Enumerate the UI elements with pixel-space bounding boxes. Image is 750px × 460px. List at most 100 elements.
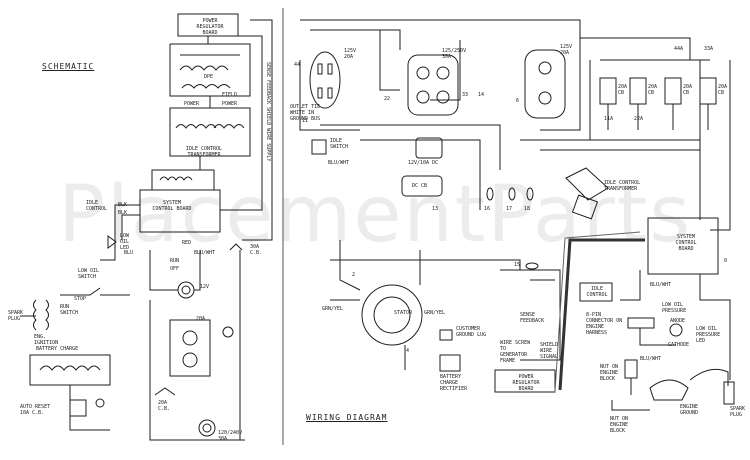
wire-number: 11A <box>604 116 614 122</box>
circuit-breaker-4 <box>700 78 716 104</box>
wd-cathode-label: CATHODE <box>668 342 690 348</box>
schem-blu-label: BLU <box>124 250 134 256</box>
wd-outlet-note-label: OUTLET TIE WHITE IN GROUND BUS <box>290 104 321 122</box>
wire-number: 15 <box>514 262 521 268</box>
schem-stop-label: STOP <box>74 296 87 302</box>
schem-low-oil-switch-label: LOW OIL SWITCH <box>78 268 100 280</box>
dpe-coil <box>180 66 228 70</box>
wd-idle-transformer-label: IDLE CONTROL TRANSFORMER <box>604 180 641 192</box>
wd-cb3-label: 20A CB <box>683 84 693 96</box>
circuit-breaker-3 <box>665 78 681 104</box>
wd-low-oil-pressure-label: LOW OIL PRESSURE <box>662 302 687 314</box>
wd-dc-cb-label: DC CB <box>412 183 428 189</box>
wire-number: 44 <box>294 62 301 68</box>
wd-stator-label: STATOR <box>394 310 413 316</box>
low-oil-led-diode <box>108 236 116 248</box>
schem-auto-reset-label: AUTO RESET 10A C.B. <box>20 404 51 416</box>
engine-ignition-module <box>650 380 688 400</box>
schem-blk1-label: BLK <box>118 202 128 208</box>
idle-transformer-body <box>566 168 608 200</box>
wd-receptacle-left-label: 125V 20A <box>344 48 357 60</box>
schem-low-oil-led-label: LOW OIL LED <box>120 233 130 251</box>
wd-connector-8pin-label: 8-PIN CONNECTOR ON ENGINE HARNESS <box>586 312 623 336</box>
wire-number: 11 <box>302 118 309 124</box>
wd-blu-wht-1-label: BLU/WHT <box>328 160 350 166</box>
power-coil-left <box>176 125 216 129</box>
schem-power-regulator-label: POWER REGULATOR BOARD <box>196 18 224 36</box>
wd-shield-wire-label: SHIELD WIRE SIGNAL <box>540 342 559 360</box>
wd-cb2-label: 20A CB <box>648 84 658 96</box>
receptacle-middle <box>408 55 458 115</box>
wd-spark-plug-label: SPARK PLUG <box>730 406 746 418</box>
auto-reset-breaker <box>70 400 86 416</box>
wire-number: 2 <box>352 272 356 278</box>
wd-grn-yel-2-label: GRN/YEL <box>424 310 446 316</box>
wd-low-oil-led-label: LOW OIL PRESSURE LED <box>696 326 721 344</box>
schem-blk2-label: BLK <box>118 210 128 216</box>
battery-charge-rectifier <box>440 355 460 371</box>
wd-anode-label: ANODE <box>670 318 686 324</box>
wd-system-board-label: SYSTEM CONTROL BOARD <box>675 234 697 252</box>
low-oil-led <box>670 324 682 336</box>
wd-battery-rectifier-label: BATTERY CHARGE RECTIFIER <box>440 374 468 392</box>
connector-8pin <box>628 318 654 328</box>
schem-dpe-label: DPE <box>204 74 214 80</box>
idle-switch-box <box>312 140 326 154</box>
wd-idle-switch-label: IDLE SWITCH <box>330 138 349 150</box>
schem-spark-plug-label: SPARK PLUG <box>8 310 24 322</box>
schem-idle-control-label: IDLE CONTROL <box>86 200 108 212</box>
wire-number: 22 <box>384 96 391 102</box>
wd-blu-wht-3-label: BLU/WHT <box>640 356 662 362</box>
schem-30a-cb-label: 30A C.B. <box>250 244 263 256</box>
system-control-board-box <box>140 190 220 232</box>
wire-number: 13 <box>432 206 439 212</box>
wire-number: 33A <box>704 46 714 52</box>
schem-run-label: RUN <box>170 258 180 264</box>
circuit-breaker-1 <box>600 78 616 104</box>
circuit-breaker-2 <box>630 78 646 104</box>
wire-number: 4 <box>406 348 410 354</box>
wire-number: 44A <box>674 46 684 52</box>
outlet-30a-symbol <box>199 420 215 436</box>
customer-ground-lug <box>440 330 452 340</box>
duplex-outlet-box <box>170 320 210 376</box>
idle-transformer-coil <box>160 177 192 180</box>
low-oil-switch <box>625 360 637 378</box>
wd-customer-lug-label: CUSTOMER GROUND LUG <box>456 326 487 338</box>
schem-red-label: RED <box>182 240 192 246</box>
receptacle-left <box>310 52 340 108</box>
schem-off-label: OFF <box>170 266 180 272</box>
wire-number: 17 <box>506 206 513 212</box>
schem-battery-charge-label: BATTERY CHARGE <box>36 346 79 352</box>
wd-engine-ground-label: ENGINE GROUND <box>680 404 699 416</box>
wd-blu-wht-2-label: BLU/WHT <box>650 282 672 288</box>
wd-nut-block-label: NUT ON ENGINE BLOCK <box>610 416 629 434</box>
wire-number: 18 <box>524 206 531 212</box>
wd-cb4-label: 20A CB <box>718 84 728 96</box>
schem-idle-transformer-label: IDLE CONTROL TRANSFORMER <box>185 146 223 158</box>
schem-run-switch-label: RUN SWITCH <box>60 304 79 316</box>
system-control-board <box>648 218 718 274</box>
wire-number: 14 <box>478 92 485 98</box>
schem-system-board-label: SYSTEM CONTROL BOARD <box>152 200 192 212</box>
idle-control-box <box>580 283 612 301</box>
schematic-title: SCHEMATIC <box>42 62 95 71</box>
wd-receptacle-right-label: 125V 20A <box>560 44 573 56</box>
schem-field-label: FIELD <box>222 92 238 98</box>
power-coil-right <box>214 125 244 129</box>
wd-power-regulator-label: POWER REGULATOR BOARD <box>512 374 540 392</box>
wd-sense-feedback-label: SENSE FEEDBACK <box>520 312 545 324</box>
wire-number: 22A <box>634 116 644 122</box>
schem-20a-label: 20A <box>196 316 206 322</box>
schem-engine-ignition-label: ENG. IGNITION <box>34 334 59 346</box>
wire-number: 16 <box>484 206 491 212</box>
wd-engine-block-label: NUT ON ENGINE BLOCK <box>600 364 619 382</box>
schem-12v-label: 12V <box>200 284 210 290</box>
wire-number: 33 <box>462 92 469 98</box>
outlet-12v-symbol <box>178 282 194 298</box>
wd-cb1-label: 20A CB <box>618 84 628 96</box>
wd-gnd-screw-label: WIRE SCREW TO GENERATOR FRAME <box>500 340 531 364</box>
battery-charge-coil <box>40 366 100 370</box>
